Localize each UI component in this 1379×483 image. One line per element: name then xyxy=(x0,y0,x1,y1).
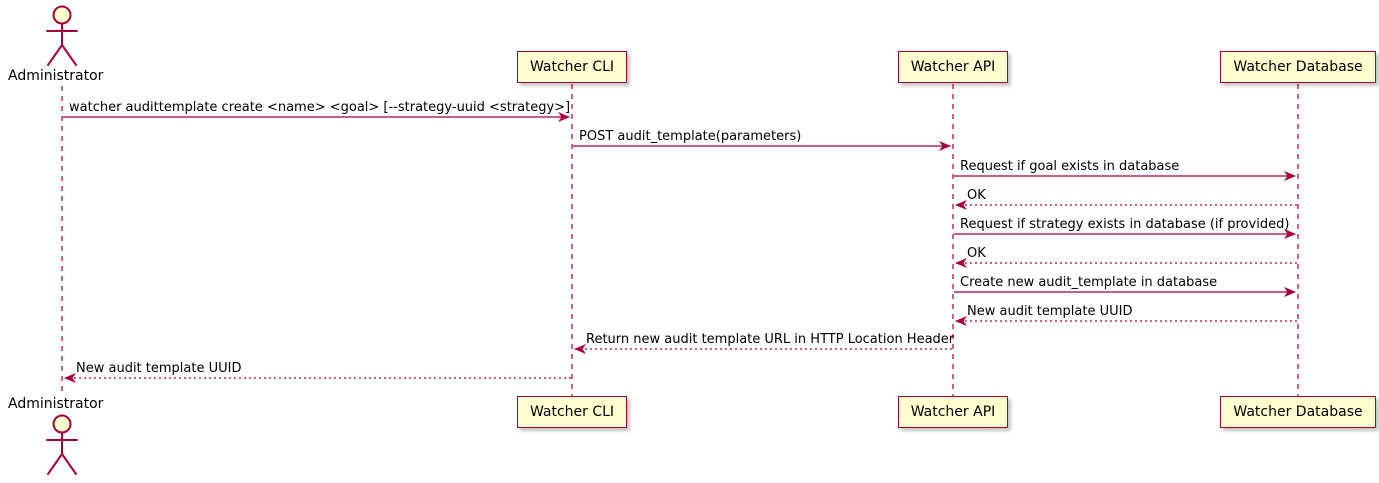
participant-label: Watcher API xyxy=(910,59,996,75)
message-label-9: Return new audit template URL in HTTP Lo… xyxy=(586,332,955,347)
actor-figure-administrator-bottom xyxy=(46,414,78,475)
participant-watcher-database-bottom[interactable]: Watcher Database xyxy=(1220,396,1376,428)
message-label-4: OK xyxy=(967,188,986,203)
message-label-6: OK xyxy=(967,246,986,261)
message-label-8: New audit template UUID xyxy=(967,304,1133,319)
message-arrows-group xyxy=(63,112,1297,383)
actor-figure-administrator-top xyxy=(46,5,78,66)
participant-watcher-database-top[interactable]: Watcher Database xyxy=(1220,51,1376,83)
actor-label-administrator-bottom: Administrator xyxy=(8,396,104,412)
message-label-5: Request if strategy exists in database (… xyxy=(960,217,1290,232)
message-label-3: Request if goal exists in database xyxy=(960,159,1180,174)
participant-label: Watcher Database xyxy=(1233,404,1363,420)
participant-label: Watcher API xyxy=(910,404,996,420)
participant-watcher-cli-bottom[interactable]: Watcher CLI xyxy=(516,396,628,428)
lifelines-group xyxy=(61,84,1299,398)
message-label-10: New audit template UUID xyxy=(76,361,242,376)
message-label-1: watcher audittemplate create <name> <goa… xyxy=(69,100,571,115)
message-label-2: POST audit_template(parameters) xyxy=(579,129,802,144)
participant-watcher-api-bottom[interactable]: Watcher API xyxy=(897,396,1009,428)
participant-watcher-api-top[interactable]: Watcher API xyxy=(897,51,1009,83)
participant-label: Watcher Database xyxy=(1233,59,1363,75)
actor-label-administrator-top: Administrator xyxy=(8,68,104,84)
actor-figures-group xyxy=(46,5,78,475)
participant-label: Watcher CLI xyxy=(529,404,615,420)
message-label-7: Create new audit_template in database xyxy=(960,275,1218,290)
participant-watcher-cli-top[interactable]: Watcher CLI xyxy=(516,51,628,83)
participant-label: Watcher CLI xyxy=(529,59,615,75)
